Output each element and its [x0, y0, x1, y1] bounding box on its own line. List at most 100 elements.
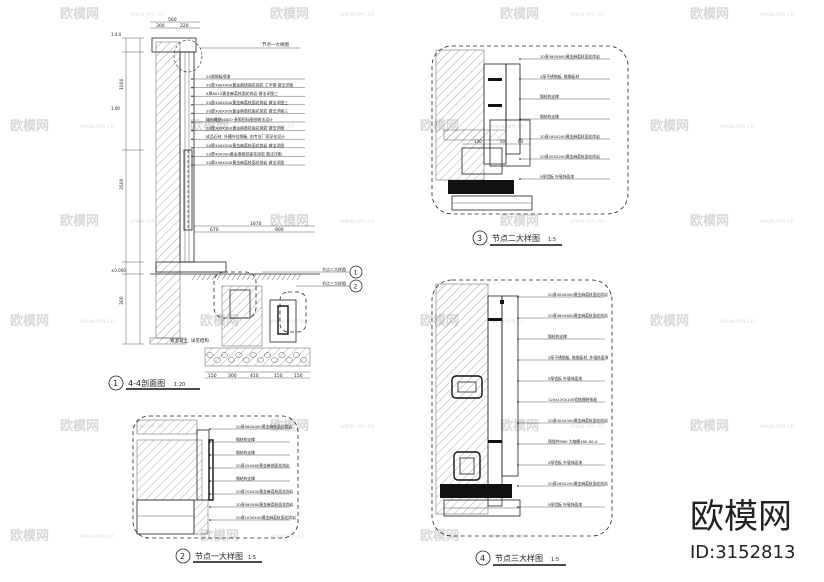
level-mid: 1.00 — [111, 106, 120, 111]
dim-top-1: 560 — [168, 17, 177, 23]
watermark-brand: 欧模网 — [10, 313, 49, 329]
node3-annotation: 120x130x100铝格栅装饰板 — [548, 397, 597, 402]
watermark-site: www.om.cn — [490, 123, 525, 130]
node2-annotation: 20厚380X600黄金麻荔枝面花岗岩 — [540, 54, 600, 59]
section-annotation: 5厚6015黄金麻荔枝面花岗岩 做法详图三 — [206, 91, 278, 96]
gravel-stone — [235, 352, 243, 358]
watermark-site: www.om.cn — [340, 218, 375, 225]
gravel-stones — [206, 352, 307, 363]
ground-hatch — [191, 273, 302, 281]
callout-ring-top — [173, 39, 203, 73]
watermark-brand: 欧模网 — [500, 418, 539, 434]
title-num-1: 1 — [113, 379, 118, 388]
watermark-site: www.om.cn — [760, 218, 795, 225]
gravel-stone — [292, 352, 300, 358]
title-circle-4 — [475, 550, 491, 566]
section-annotation: 20厚250X200黄金麻荔枝面花岗岩 做法详图 — [206, 160, 284, 165]
scale-section-4-4: 1:20 — [174, 382, 185, 388]
grille-profile-1 — [451, 375, 483, 399]
section-annotation: 20厚300X300黄金麻荔枝面花岗岩 做法详图 — [206, 126, 284, 131]
watermark-site: www.om.cn — [130, 11, 165, 18]
watermark-site: www.om.cn — [760, 423, 795, 430]
node3-annotation: 20厚280X200黄金麻荔枝面花岗岩 — [548, 481, 608, 486]
callout-node3-text: 节点三大样图 — [322, 280, 346, 286]
grille-profile-2 — [453, 451, 481, 481]
dim-bot-3: 410 — [250, 373, 259, 379]
base-slab — [155, 261, 227, 273]
node1-annotation: 钢结构支撑 — [236, 437, 255, 442]
watermark-brand: 欧模网 — [270, 6, 309, 22]
foundation — [149, 337, 187, 345]
section-leaders: 20厚钢板喷漆 20厚380X400黄金麻烧面花岗岩 工字钢 做法详图 5厚6015… — [191, 74, 305, 166]
watermark-brand: 欧模网 — [650, 118, 689, 134]
watermark-site: www.om.cn — [270, 533, 305, 540]
section-annotation: 20厚300X300黄金麻荔枝面花岗岩 做法详图三 — [206, 108, 288, 113]
dim-left-1: 1000 — [119, 78, 125, 90]
title-num-4: 4 — [480, 554, 485, 563]
watermark-site: www.om.cn — [340, 423, 375, 430]
section-annotation: 成品石材, 外槽外挂钢板, 由专业厂家深化设计 — [206, 134, 285, 139]
node3-annotation: 5厚铝板 外墙饰面漆 — [548, 502, 582, 507]
gravel-stone — [249, 352, 257, 358]
gravel-stone — [242, 357, 250, 363]
watermark-brand: 欧模网 — [60, 418, 99, 434]
node2-annotation: 20厚200X200黄金麻荔枝面花岗岩 — [540, 154, 600, 159]
node2-dim-2: 50 — [500, 139, 506, 144]
dim-mid-2: 670 — [210, 227, 219, 233]
title-node-2: 节点二大样图 — [492, 233, 540, 243]
callout-node1-text: 节点一大样图 — [262, 41, 289, 48]
node3-annotation: 20厚300X300黄金麻荔枝面花岗岩 — [548, 418, 608, 423]
node-2-detail: 130 50 60 20厚380X600黄金麻荔枝面花岗岩 2厚不锈钢板, 暗钢板… — [431, 45, 629, 246]
node3-annotation: 20厚300X400黄金麻荔枝面花岗岩 — [548, 292, 608, 297]
node2-annotation: 5厚铝板 外墙饰面漆 — [540, 174, 574, 179]
brand-logo: 欧模网 — [690, 497, 792, 537]
node3-annotation: 5厚铝板 外墙饰面漆 — [548, 460, 582, 465]
gravel-stone — [300, 357, 307, 363]
node3-annotation: 预埋件M60 大格栅180-60-4 — [548, 439, 598, 444]
gravel-stone — [285, 357, 293, 363]
watermark-site: www.om.cn — [80, 318, 115, 325]
node2-annotation: 钢结构支撑 — [540, 94, 559, 99]
node1-frame — [132, 415, 299, 539]
watermark-brand: 欧模网 — [500, 6, 539, 22]
dim-top-2: 300 — [156, 23, 165, 29]
scale-node-3: 1:5 — [551, 557, 559, 563]
node1-annotation: 钢结构支撑 — [236, 476, 255, 481]
section-annotation: 20厚380X400黄金麻烧面花岗岩 工字钢 做法详图 — [206, 83, 293, 88]
gravel-stone — [271, 357, 279, 363]
node2-annotation: 2厚不锈钢板, 暗钢板材 — [540, 74, 579, 79]
scale-node-2: 1:5 — [548, 237, 556, 243]
scale-node-1: 1:5 — [248, 555, 256, 561]
section-annotation: 20厚钢板喷漆 — [206, 74, 231, 79]
watermark-site: www.om.cn — [490, 533, 525, 540]
node2-annotation: 钢结构支撑 — [540, 114, 559, 119]
section-annotation: 20厚300X300黄金麻荔枝面花岗岩 做法详图三 — [206, 100, 288, 105]
planter — [269, 299, 297, 343]
node1-annotation: 20厚250X60黄金麻烧面花岗岩 — [236, 463, 290, 468]
watermark-brand: 欧模网 — [60, 6, 99, 22]
callout-node2-text: 节点二大样图 — [322, 266, 346, 272]
cap-block — [151, 37, 197, 53]
callout-num-2: 2 — [354, 284, 358, 291]
node2-dim-1: 130 — [474, 139, 482, 144]
watermark-site: www.om.cn — [570, 218, 605, 225]
callout-num-1: 1 — [354, 270, 358, 277]
node2-annotation: 20厚180X200黄金麻荔枝面花岗岩 — [540, 134, 600, 139]
node-3-detail: 20厚300X400黄金麻荔枝面花岗岩20厚380X600黄金麻荔枝面花岗岩钢结… — [431, 279, 613, 566]
title-circle-2 — [175, 548, 191, 564]
gravel-stone — [228, 357, 236, 363]
node1-annotation: 20厚70X400黄金麻荔枝面花岗岩 — [236, 489, 294, 494]
title-section-4-4: 4-4剖面图 — [128, 378, 165, 388]
wall-column — [155, 41, 181, 339]
dim-left-2: 3500 — [119, 178, 125, 190]
node2-dim-3: 60 — [518, 139, 524, 144]
title-node-3: 节点三大样图 — [495, 553, 543, 563]
dim-left-3: 300 — [119, 296, 125, 305]
dim-mid-3: 900 — [275, 227, 284, 233]
node1-annotation: 钢结构支撑 — [236, 450, 255, 455]
dim-bot-1: 150 — [208, 373, 217, 379]
gravel-stone — [213, 357, 221, 363]
gravel-stone — [278, 352, 286, 358]
watermark-brand: 欧模网 — [200, 528, 239, 544]
